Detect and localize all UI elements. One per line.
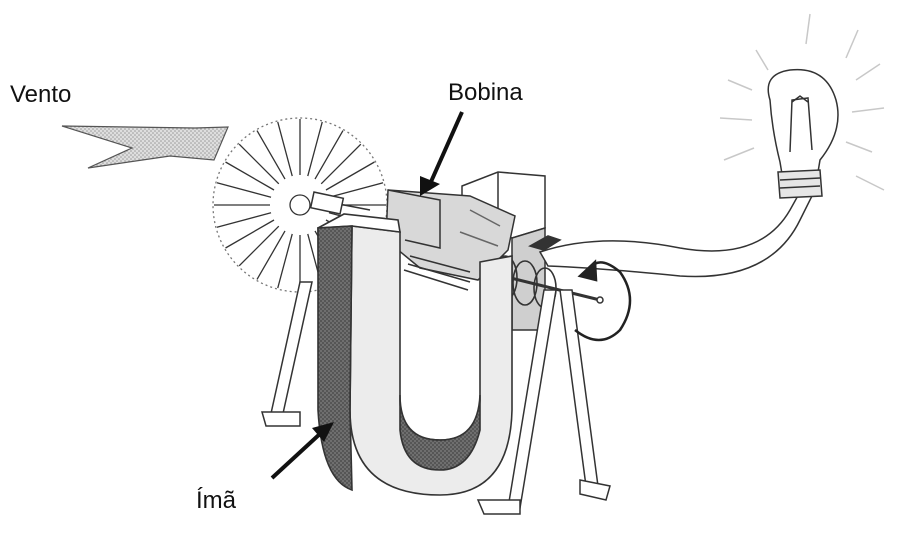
magnet-label: Ímã [196, 487, 237, 514]
coil-label: Bobina [448, 79, 523, 106]
light-bulb [768, 70, 838, 198]
wind-arrow [62, 126, 228, 168]
wire [530, 192, 812, 277]
coil-pointer-arrow [420, 112, 462, 196]
left-leg [262, 282, 312, 426]
wind-label: Vento [10, 81, 71, 108]
